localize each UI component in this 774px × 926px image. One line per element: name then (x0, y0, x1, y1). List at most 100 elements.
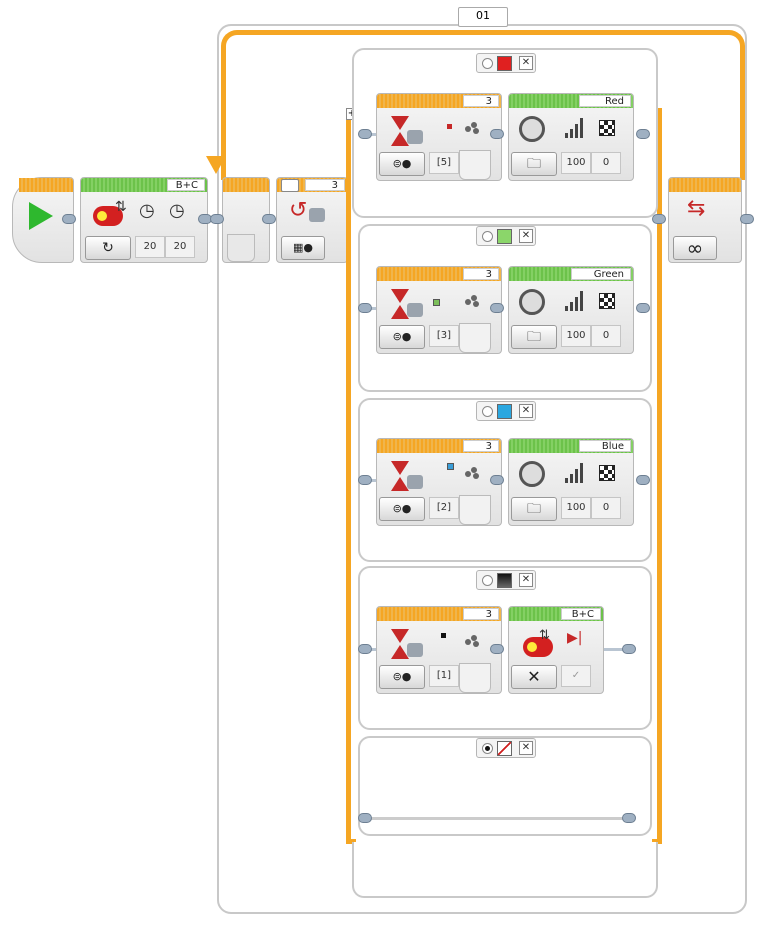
case-radio[interactable] (482, 58, 493, 69)
wait-color-block-red[interactable]: 3 ⊜● [5] (376, 93, 502, 181)
block-output-port[interactable] (490, 475, 504, 485)
wait-block-tab (459, 323, 491, 353)
power-left-value[interactable]: 20 (135, 236, 165, 258)
block-output-port[interactable] (490, 129, 504, 139)
move-tank-block[interactable]: B+C ⇅ ◷ ◷ ↻ 20 20 (80, 177, 208, 263)
wait-port-label[interactable]: 3 (463, 95, 499, 107)
loop-name-label[interactable]: 01 (458, 7, 508, 27)
wait-mode-button[interactable]: ⊜● (379, 325, 425, 349)
wait-port-label[interactable]: 3 (463, 608, 499, 620)
loop-orange-path (221, 30, 745, 180)
sensor-icon (407, 303, 423, 317)
sound-block-blue[interactable]: Blue 🗀 100 0 (508, 438, 634, 526)
block-output-port[interactable] (490, 303, 504, 313)
case-tab-green[interactable]: ✕ (476, 226, 536, 246)
case-input-port[interactable] (358, 813, 372, 823)
volume-value[interactable]: 100 (561, 497, 591, 519)
wait-mode-button[interactable]: ⊜● (379, 497, 425, 521)
stop-step-icon: ▶| (567, 630, 583, 646)
case-output-port[interactable] (636, 475, 650, 485)
volume-value[interactable]: 100 (561, 325, 591, 347)
case-input-port[interactable] (358, 303, 372, 313)
case-tab-black[interactable]: ✕ (476, 570, 536, 590)
switch-view-icon[interactable] (281, 179, 299, 192)
move-mode-button[interactable]: ↻ (85, 236, 131, 260)
color-indicator-red (447, 124, 452, 129)
move-stop-block[interactable]: B+C ⇅ ▶| ✕ ✓ (508, 606, 604, 694)
switch-port-label[interactable]: 3 (305, 179, 345, 191)
motor-off-mode-button[interactable]: ✕ (511, 665, 557, 689)
wait-color-value[interactable]: [5] (429, 152, 459, 174)
loop-output-port[interactable] (262, 214, 276, 224)
play-type-value[interactable]: 0 (591, 325, 621, 347)
volume-icon (565, 118, 587, 138)
color-mode-icon (465, 295, 481, 307)
color-swatch-green (497, 229, 512, 244)
wait-color-value[interactable]: [2] (429, 497, 459, 519)
wait-mode-button[interactable]: ⊜● (379, 665, 425, 689)
loop-mode-button[interactable]: ∞ (673, 236, 717, 260)
motor-ports-label[interactable]: B+C (561, 608, 601, 620)
wait-port-label[interactable]: 3 (463, 268, 499, 280)
sound-file-label[interactable]: Red (579, 95, 631, 107)
play-icon[interactable] (29, 202, 53, 230)
case-tab-red[interactable]: ✕ (476, 53, 536, 73)
case-radio[interactable] (482, 231, 493, 242)
case-output-port[interactable] (622, 644, 636, 654)
wait-color-block-blue[interactable]: 3 ⊜● [2] (376, 438, 502, 526)
sound-block-green[interactable]: Green 🗀 100 0 (508, 266, 634, 354)
case-wire-empty (364, 817, 632, 820)
volume-value[interactable]: 100 (561, 152, 591, 174)
sound-mode-button[interactable]: 🗀 (511, 497, 557, 521)
output-port[interactable] (62, 214, 76, 224)
brake-value[interactable]: ✓ (561, 665, 591, 687)
case-input-port[interactable] (358, 475, 372, 485)
sound-block-red[interactable]: Red 🗀 100 0 (508, 93, 634, 181)
hourglass-icon (391, 461, 409, 491)
case-radio[interactable] (482, 575, 493, 586)
sound-file-label[interactable]: Green (571, 268, 631, 280)
switch-block[interactable]: 3 ↺ ▦● (276, 177, 348, 263)
play-type-flag-icon (599, 293, 615, 309)
delete-case-button[interactable]: ✕ (519, 229, 533, 243)
case-tab-no-color[interactable]: ✕ (476, 738, 536, 758)
case-radio[interactable] (482, 406, 493, 417)
sound-mode-button[interactable]: 🗀 (511, 152, 557, 176)
case-tab-blue[interactable]: ✕ (476, 401, 536, 421)
wait-color-block-black[interactable]: 3 ⊜● [1] (376, 606, 502, 694)
delete-case-button[interactable]: ✕ (519, 573, 533, 587)
wait-color-value[interactable]: [1] (429, 665, 459, 687)
case-output-port[interactable] (636, 303, 650, 313)
delete-case-button[interactable]: ✕ (519, 404, 533, 418)
play-type-value[interactable]: 0 (591, 497, 621, 519)
switch-bracket-right (657, 108, 662, 844)
loop-end-block[interactable]: ⇆ ∞ (668, 177, 742, 263)
sensor-icon (407, 130, 423, 144)
hourglass-icon (391, 289, 409, 319)
case-input-port[interactable] (358, 644, 372, 654)
wait-color-value[interactable]: [3] (429, 325, 459, 347)
switch-bracket-bottom (346, 839, 356, 844)
sound-file-label[interactable]: Blue (579, 440, 631, 452)
loop-end-output-port[interactable] (740, 214, 754, 224)
wait-color-block-green[interactable]: 3 ⊜● [3] (376, 266, 502, 354)
move-ports-label[interactable]: B+C (167, 179, 205, 191)
case-output-port[interactable] (622, 813, 636, 823)
sound-mode-button[interactable]: 🗀 (511, 325, 557, 349)
switch-mode-button[interactable]: ▦● (281, 236, 325, 260)
loop-input-port[interactable] (210, 214, 224, 224)
block-output-port[interactable] (490, 644, 504, 654)
delete-case-button[interactable]: ✕ (519, 741, 533, 755)
loop-end-input-port[interactable] (652, 214, 666, 224)
start-block[interactable] (12, 177, 74, 263)
case-radio-selected[interactable] (482, 743, 493, 754)
wait-mode-button[interactable]: ⊜● (379, 152, 425, 176)
case-output-port[interactable] (636, 129, 650, 139)
play-type-value[interactable]: 0 (591, 152, 621, 174)
case-input-port[interactable] (358, 129, 372, 139)
power-right-value[interactable]: 20 (165, 236, 195, 258)
loop-start-block[interactable] (222, 177, 270, 263)
wait-port-label[interactable]: 3 (463, 440, 499, 452)
large-motor-icon (523, 637, 553, 657)
delete-case-button[interactable]: ✕ (519, 56, 533, 70)
